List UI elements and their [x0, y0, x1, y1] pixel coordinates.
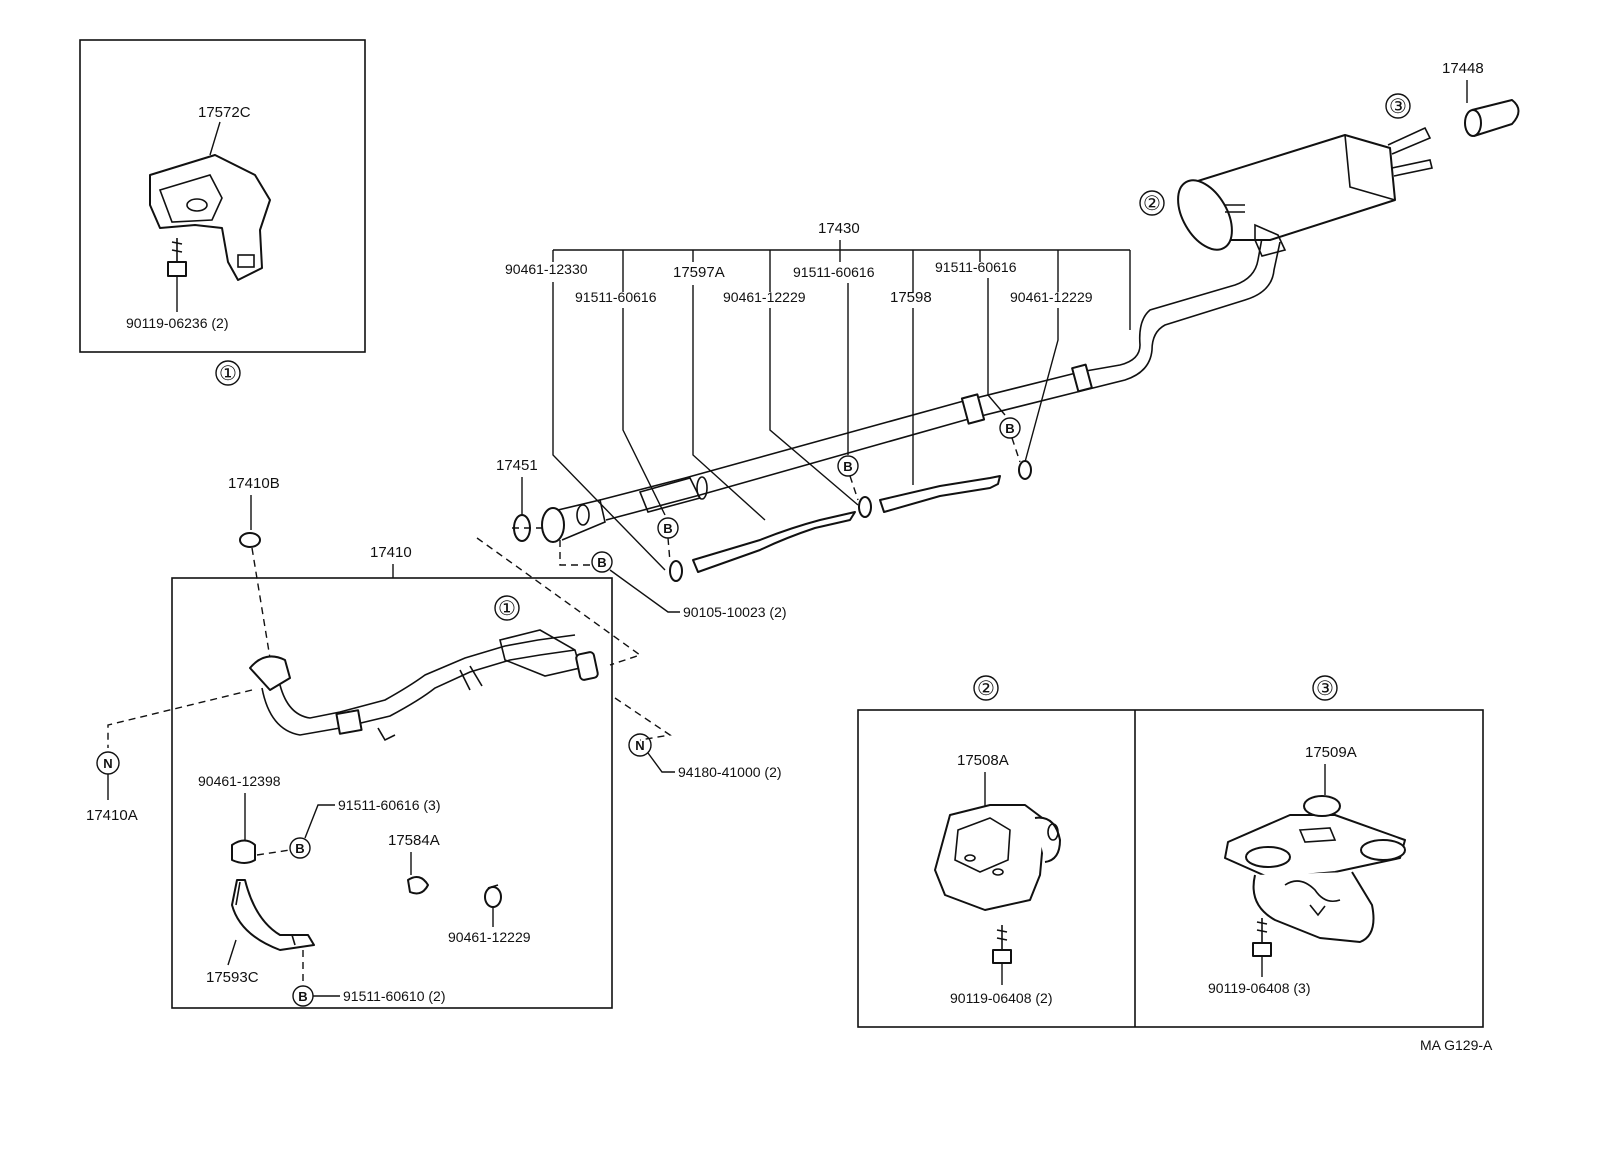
leader-94180-41000 [647, 752, 675, 773]
ring-90461-12229-c-shape [484, 884, 502, 908]
gasket-17410B-shape [239, 532, 261, 548]
label-17572C: 17572C [198, 104, 251, 121]
label-90461-12330: 90461-12330 [505, 261, 588, 277]
callout-marker-1-top [215, 360, 241, 386]
label-91511-60616-a: 91511-60616 [575, 289, 657, 305]
marker-b-90105-text: B [597, 555, 606, 570]
label-90461-12229-b: 90461-12229 [1010, 289, 1093, 305]
bolt-90119-06236-shape [167, 238, 187, 277]
label-17597A: 17597A [673, 264, 725, 281]
clamp-90461-12398-shape [231, 839, 256, 864]
dash-17410A [107, 689, 253, 748]
hanger-17509A-shape [1224, 795, 1406, 943]
label-90461-12398: 90461-12398 [198, 773, 281, 789]
svg-text:B: B [1005, 421, 1014, 436]
label-90461-12229-c: 90461-12229 [448, 929, 531, 945]
callout-marker-2-muffler [1139, 190, 1165, 216]
hanger-17508A-shape [934, 804, 1061, 911]
marker-b-90105 [591, 551, 613, 573]
leader-90105-10023 [609, 569, 680, 613]
muffler-shape [1177, 126, 1433, 257]
label-91511-60610: 91511-60610 (2) [343, 988, 445, 1004]
bolt-90119-06408-3-shape [1252, 918, 1272, 957]
label-90119-06236: 90119-06236 (2) [126, 315, 228, 331]
leader-90461-12229-a [769, 308, 859, 506]
marker-b-shield-text: B [298, 989, 307, 1004]
label-90119-06408-2: 90119-06408 (2) [950, 990, 1052, 1006]
tailpipe-tip-17448-shape [1464, 99, 1520, 137]
leader-91511-60616-a [622, 308, 666, 516]
marker-n-17410A-text: N [103, 756, 112, 771]
marker-b-clamp [289, 837, 311, 859]
label-17451: 17451 [496, 457, 538, 474]
exhaust-pipe-17430-shape [599, 237, 1281, 521]
label-17509A: 17509A [1305, 744, 1357, 761]
marker-b-b [837, 455, 859, 477]
label-91511-60616-b: 91511-60616 [793, 264, 875, 280]
ref-code: MA G129-A [1420, 1037, 1493, 1053]
inset-box-2-3 [857, 709, 1484, 1028]
callout-marker-1-box-text: ① [498, 598, 516, 620]
label-91511-60616-c: 91511-60616 [935, 259, 1017, 275]
label-17508A: 17508A [957, 752, 1009, 769]
dash-clamp-b [256, 849, 291, 856]
callout-marker-3-muffler [1385, 93, 1411, 119]
flange-17451-shape [513, 499, 606, 543]
callout-marker-2-muffler-text: ② [1143, 193, 1161, 215]
label-17448: 17448 [1442, 60, 1484, 77]
bracket-17572C-shape [149, 154, 271, 281]
hanger-17597A-shape: B [657, 511, 856, 582]
label-90119-06408-3: 90119-06408 (3) [1208, 980, 1310, 996]
dash-bolt-b [559, 540, 590, 566]
front-pipe-box [171, 577, 613, 1009]
callout-marker-1-top-text: ① [219, 363, 237, 385]
callout-marker-2-inset-text: ② [977, 678, 995, 700]
label-90105-10023: 90105-10023 (2) [683, 604, 787, 620]
label-17598: 17598 [890, 289, 932, 306]
callout-marker-3-inset [1312, 675, 1338, 701]
marker-b-clamp-text: B [295, 841, 304, 856]
dash-to-flange-top [476, 537, 642, 666]
dash-17410B [251, 547, 271, 659]
callout-marker-1-box [494, 595, 520, 621]
label-91511-60616-3: 91511-60616 (3) [338, 797, 440, 813]
dash-to-flange-bottom [614, 697, 672, 741]
label-17410B: 17410B [228, 475, 280, 492]
callout-marker-3-inset-text: ③ [1316, 678, 1334, 700]
svg-text:B: B [663, 521, 672, 536]
callout-marker-2-inset [973, 675, 999, 701]
label-17430: 17430 [818, 220, 860, 237]
heat-shield-17593C-shape [231, 879, 315, 951]
leader-17572C [209, 121, 221, 156]
label-94180-41000: 94180-41000 (2) [678, 764, 782, 780]
front-pipe-17410-shape [249, 629, 599, 742]
marker-n-94180 [628, 733, 652, 757]
bolt-90119-06408-2-shape [992, 925, 1012, 964]
clamp-17584A-shape [407, 875, 429, 895]
hanger-17598-shape: B [837, 455, 1001, 518]
callout-marker-3-muffler-text: ③ [1389, 96, 1407, 118]
label-17584A: 17584A [388, 832, 440, 849]
svg-text:B: B [843, 459, 852, 474]
inset-box-1 [79, 39, 366, 353]
leader-17593C [227, 939, 237, 966]
ring-90461-12229-b-shape: B [999, 417, 1032, 480]
leader-17597A [692, 285, 766, 521]
label-90461-12229-a: 90461-12229 [723, 289, 806, 305]
label-17593C: 17593C [206, 969, 259, 986]
label-17410: 17410 [370, 544, 412, 561]
label-17410A: 17410A [86, 807, 138, 824]
leader-90461-12229-b [1024, 308, 1059, 463]
leader-91511-60616-3 [304, 804, 335, 839]
leader-90461-12330 [552, 282, 666, 571]
marker-n-94180-text: N [635, 738, 644, 753]
